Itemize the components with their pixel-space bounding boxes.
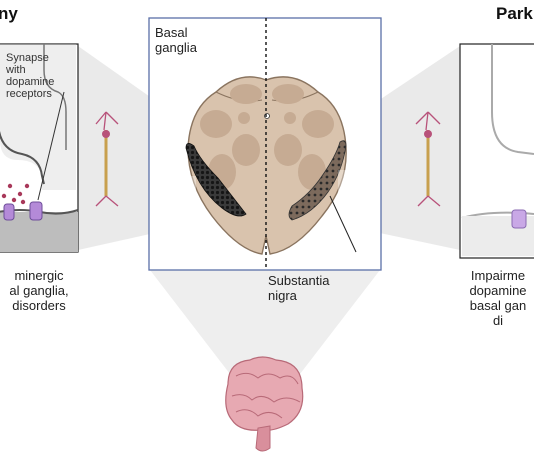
right-heading: Park: [496, 4, 533, 23]
left-synapse-panel: [0, 43, 79, 253]
brain-zoom-cone: [150, 270, 380, 400]
neuron-icon: [95, 111, 119, 207]
left-caption: minergic al ganglia, disorders: [9, 268, 69, 313]
right-synapse-panel: [459, 43, 534, 259]
brain-icon: [225, 356, 304, 452]
dopamine-receptor-icon: [3, 201, 43, 221]
basal-ganglia-panel: [148, 17, 382, 271]
neuron-icon: [415, 111, 441, 207]
substantia-nigra-label: Substantia nigra: [268, 273, 330, 303]
right-caption: Impairme dopamine basal gan di: [469, 268, 527, 328]
left-heading: ny: [0, 4, 18, 23]
midbrain-section-icon: [185, 76, 347, 255]
basal-ganglia-label: Basal ganglia: [155, 25, 197, 55]
synapse-callout: Synapse with dopamine receptors: [6, 52, 55, 100]
